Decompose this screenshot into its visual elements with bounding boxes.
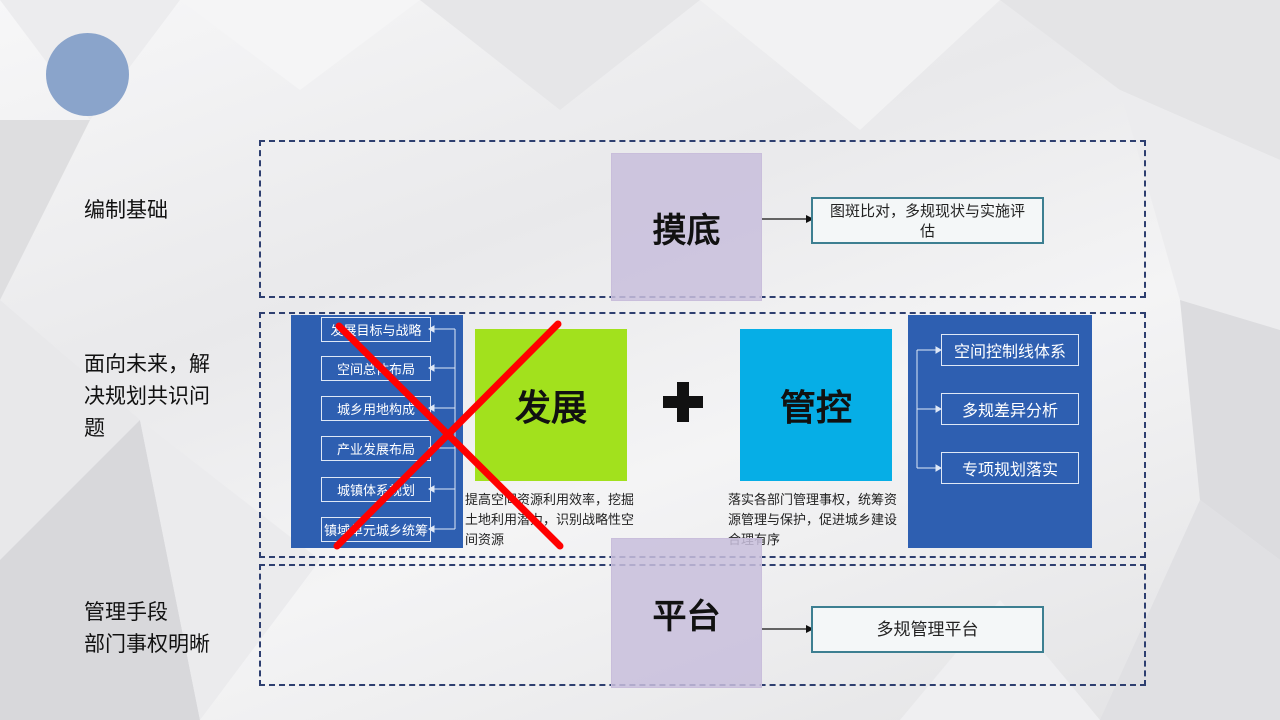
output-platform: 多规管理平台 [811, 606, 1044, 653]
stage-development: 发展 [475, 329, 627, 481]
arrow-survey [762, 215, 814, 223]
right-list-panel: 空间控制线体系 多规差异分析 专项规划落实 [908, 315, 1092, 548]
arrow-platform [762, 625, 814, 633]
right-list-connectors [916, 346, 942, 472]
right-list-item: 空间控制线体系 [941, 334, 1079, 366]
right-list-item: 专项规划落实 [941, 452, 1079, 484]
stage-control: 管控 [740, 329, 892, 481]
output-survey: 图斑比对，多规现状与实施评估 [811, 197, 1044, 244]
label-consensus: 面向未来，解 决规划共识问 题 [84, 352, 210, 440]
right-list-item: 多规差异分析 [941, 393, 1079, 425]
label-basis: 编制基础 [84, 198, 168, 222]
left-list-item: 空间总体布局 [321, 356, 431, 381]
decorative-circle [46, 33, 129, 116]
control-description: 落实各部门管理事权，统筹资源管理与保护，促进城乡建设合理有序 [728, 493, 898, 548]
red-cross-mark [333, 320, 564, 550]
stage-survey: 摸底 [611, 153, 762, 301]
plus-icon [663, 382, 703, 422]
label-management: 管理手段 部门事权明晰 [84, 600, 210, 656]
left-list-item: 城乡用地构成 [321, 396, 431, 421]
stage-platform: 平台 [611, 538, 762, 688]
